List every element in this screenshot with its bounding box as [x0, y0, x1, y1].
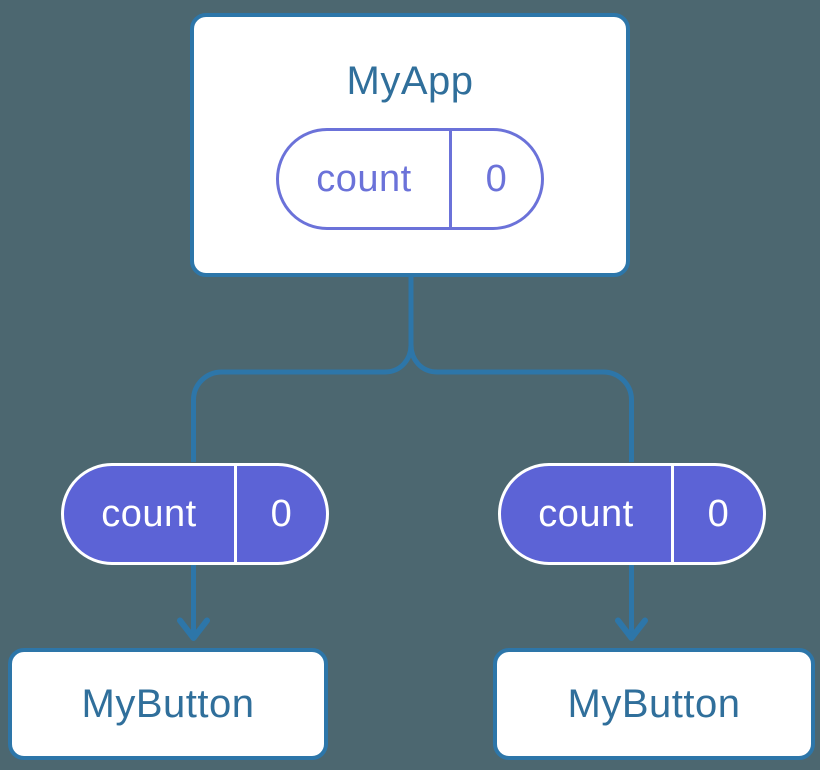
child-component-title: MyButton	[567, 681, 741, 726]
left-arrow-down-icon	[177, 564, 210, 641]
state-pill-value: 0	[449, 131, 541, 227]
right-branch-line	[408, 344, 634, 462]
prop-pill-label: count	[538, 492, 634, 535]
root-component-node: MyApp count 0	[190, 13, 630, 277]
prop-pill-value: 0	[671, 466, 763, 562]
root-state-pill: count 0	[276, 128, 544, 230]
child-component-title: MyButton	[81, 681, 255, 726]
right-prop-pill: count 0	[498, 463, 766, 565]
left-branch-line	[191, 344, 414, 462]
state-pill-label: count	[316, 157, 412, 200]
left-child-component-node: MyButton	[8, 648, 328, 760]
root-component-title: MyApp	[346, 58, 474, 103]
left-prop-pill: count 0	[61, 463, 329, 565]
right-arrow-down-icon	[615, 564, 648, 641]
prop-pill-label: count	[101, 492, 197, 535]
right-child-component-node: MyButton	[493, 648, 815, 760]
prop-pill-value: 0	[234, 466, 326, 562]
